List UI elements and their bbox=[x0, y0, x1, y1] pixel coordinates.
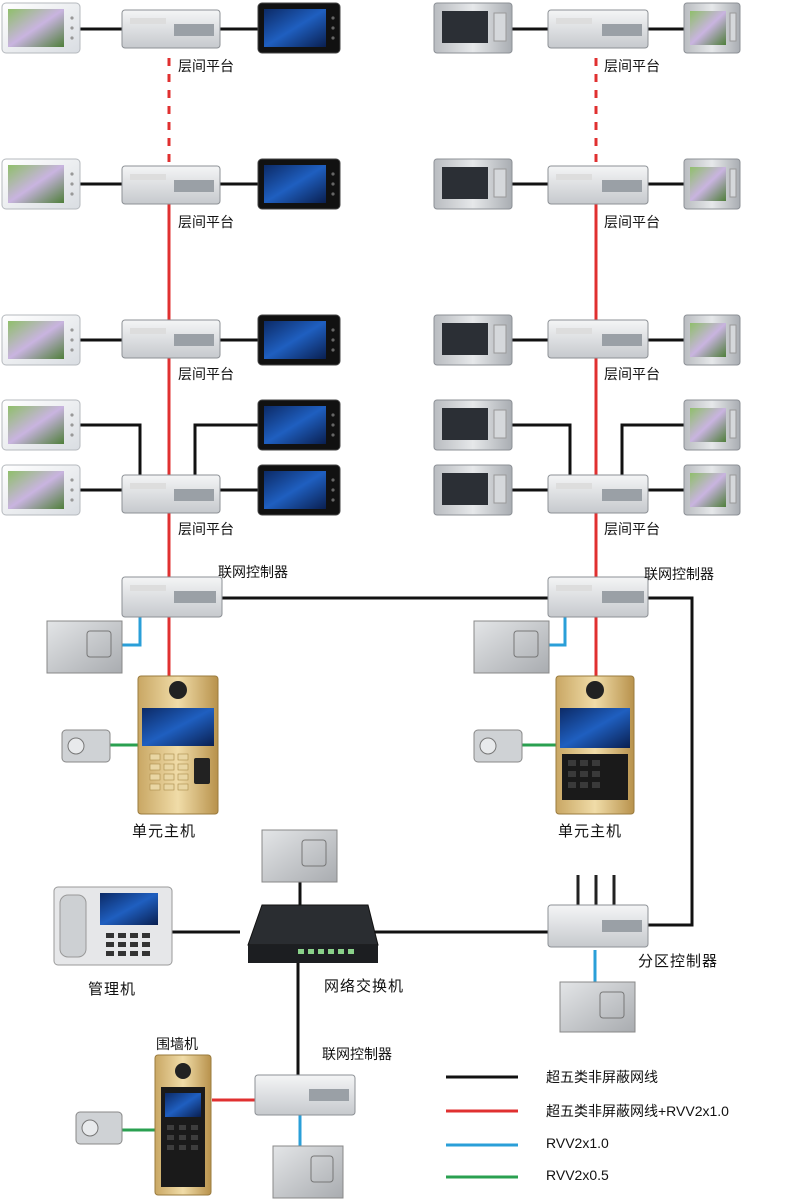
floor-platform-label: 层间平台 bbox=[178, 59, 234, 75]
network-controller-device bbox=[254, 1074, 356, 1116]
indoor-monitor-silver bbox=[433, 2, 513, 54]
indoor-monitor-white bbox=[1, 399, 81, 451]
right-indoor-monitors-flower bbox=[683, 2, 741, 516]
power-supply-plate bbox=[473, 620, 550, 674]
electric-lock bbox=[61, 729, 111, 763]
indoor-monitor-black bbox=[257, 158, 341, 210]
unit-host-right bbox=[555, 675, 635, 815]
network-controller-label: 联网控制器 bbox=[644, 567, 714, 583]
floor-platform-device bbox=[547, 9, 649, 49]
floor-platform-label: 层间平台 bbox=[178, 367, 234, 383]
unit-door-stations bbox=[137, 675, 635, 815]
zone-controller-label: 分区控制器 bbox=[638, 952, 719, 970]
electric-locks bbox=[61, 729, 523, 1145]
network-controller-device bbox=[547, 576, 649, 618]
legend-swatches bbox=[446, 1075, 518, 1179]
unit-host-label: 单元主机 bbox=[558, 822, 623, 840]
legend-label-black: 超五类非屏蔽网线 bbox=[546, 1069, 658, 1085]
floor-platform-label: 层间平台 bbox=[604, 522, 660, 538]
floor-platform-label: 层间平台 bbox=[178, 522, 234, 538]
floor-platform-label: 层间平台 bbox=[178, 215, 234, 231]
indoor-monitor-white bbox=[1, 158, 81, 210]
indoor-monitor-silver bbox=[433, 314, 513, 366]
indoor-monitor-silver-flower bbox=[683, 399, 741, 451]
floor-platform-device bbox=[547, 165, 649, 205]
indoor-monitor-silver-flower bbox=[683, 314, 741, 366]
floor-platform-device bbox=[547, 319, 649, 359]
network-switch-label: 网络交换机 bbox=[324, 977, 405, 995]
unit-host-label: 单元主机 bbox=[132, 822, 197, 840]
indoor-monitor-white bbox=[1, 314, 81, 366]
network-controller-device bbox=[121, 576, 223, 618]
legend-label-red: 超五类非屏蔽网线+RVV2x1.0 bbox=[546, 1103, 729, 1119]
indoor-monitor-silver-flower bbox=[683, 464, 741, 516]
floor-platform-label: 层间平台 bbox=[604, 367, 660, 383]
floor-platform-device bbox=[121, 319, 221, 359]
power-supply-plate bbox=[559, 981, 636, 1033]
indoor-monitor-black bbox=[257, 2, 341, 54]
management-unit-device bbox=[53, 886, 173, 966]
floor-platform-device bbox=[121, 9, 221, 49]
left-indoor-monitors bbox=[1, 2, 81, 516]
floor-platform-label: 层间平台 bbox=[604, 215, 660, 231]
controllers bbox=[121, 9, 649, 1116]
floor-platform-label: 层间平台 bbox=[604, 59, 660, 75]
indoor-monitor-black bbox=[257, 399, 341, 451]
floor-platform-device bbox=[547, 474, 649, 514]
wall-unit-label: 围墙机 bbox=[156, 1037, 198, 1053]
indoor-monitor-black bbox=[257, 464, 341, 516]
floor-platform-device bbox=[121, 474, 221, 514]
power-supply-plate bbox=[261, 829, 338, 883]
unit-host-left bbox=[137, 675, 219, 815]
zone-controller-device bbox=[547, 875, 649, 948]
indoor-monitor-silver bbox=[433, 158, 513, 210]
indoor-monitor-silver-flower bbox=[683, 158, 741, 210]
indoor-monitor-white bbox=[1, 2, 81, 54]
network-controller-label: 联网控制器 bbox=[218, 565, 288, 581]
power-supply-plate bbox=[46, 620, 123, 674]
indoor-monitor-silver bbox=[433, 464, 513, 516]
electric-lock bbox=[75, 1111, 123, 1145]
left-indoor-monitors-black bbox=[257, 2, 341, 516]
wall-unit-device bbox=[154, 1054, 212, 1196]
legend-label-green: RVV2x0.5 bbox=[546, 1167, 609, 1183]
power-supply-plate bbox=[272, 1145, 344, 1199]
indoor-monitor-silver-flower bbox=[683, 2, 741, 54]
network-controller-label: 联网控制器 bbox=[322, 1047, 392, 1063]
indoor-monitor-black bbox=[257, 314, 341, 366]
floor-platform-device bbox=[121, 165, 221, 205]
indoor-monitor-white bbox=[1, 464, 81, 516]
wiring bbox=[80, 27, 694, 1150]
indoor-monitor-silver bbox=[433, 399, 513, 451]
network-switch-device bbox=[247, 904, 379, 963]
management-unit-label: 管理机 bbox=[88, 980, 137, 998]
legend-label-blue: RVV2x1.0 bbox=[546, 1135, 609, 1151]
right-indoor-monitors-silver bbox=[433, 2, 513, 516]
power-supplies bbox=[46, 620, 636, 1199]
electric-lock bbox=[473, 729, 523, 763]
